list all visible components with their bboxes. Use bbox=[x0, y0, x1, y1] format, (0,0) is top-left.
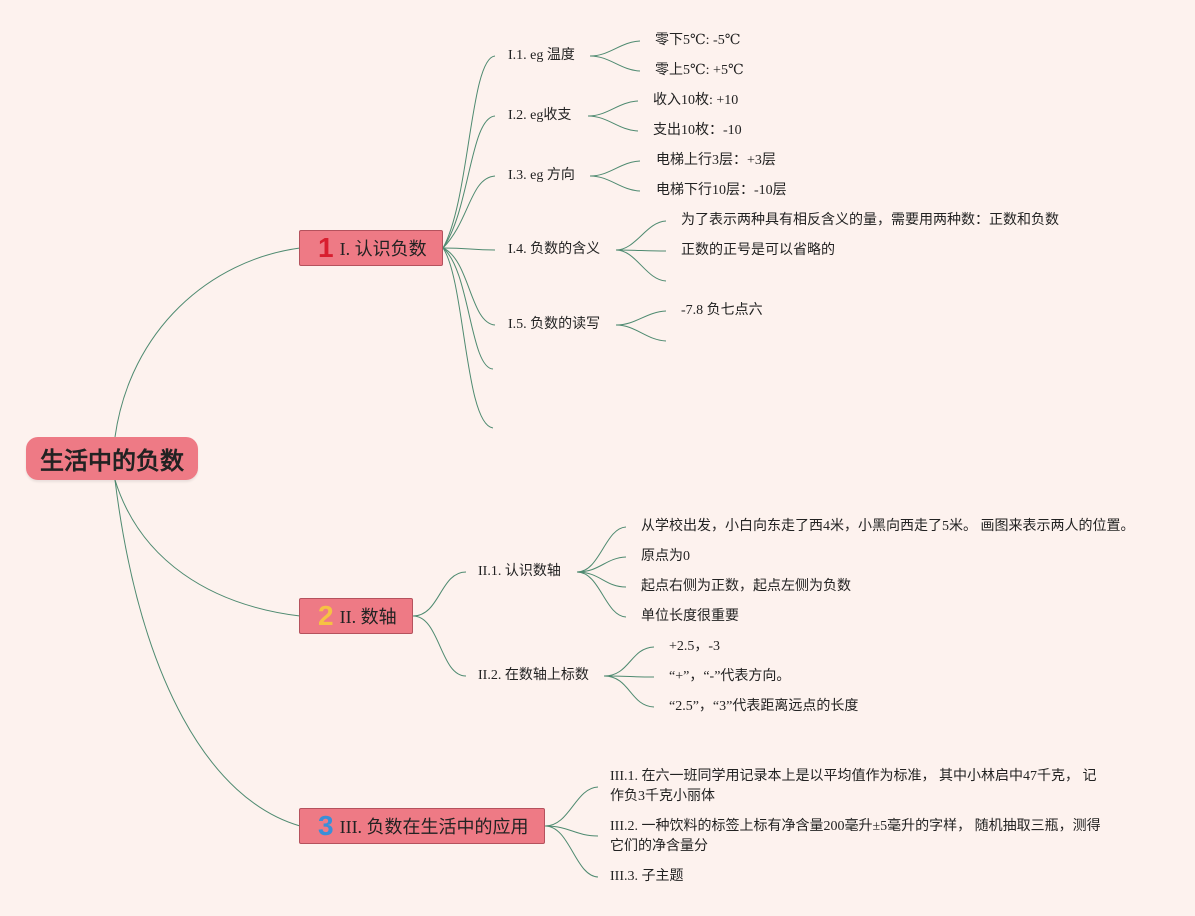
edge-b3-s1 bbox=[544, 786, 599, 827]
edge-s22-l1 bbox=[603, 646, 655, 677]
edge-s12-l1 bbox=[587, 100, 639, 117]
leaf-2-2-3[interactable]: “2.5”，“3”代表距离远点的长度 bbox=[669, 699, 859, 714]
leaf-2-2-2[interactable]: “+”，“-”代表方向。 bbox=[669, 669, 791, 684]
root-topic-label: 生活中的负数 bbox=[40, 448, 184, 475]
main-topic-1-label: I. 认识负数 bbox=[339, 239, 427, 259]
subtopic-1-5[interactable]: I.5. 负数的读写 bbox=[508, 317, 601, 332]
subtopic-3-1[interactable]: III.1. 在六一班同学用记录本上是以平均值作为标准， 其中小林启中47千克，… bbox=[610, 769, 1097, 804]
edge-root-b2 bbox=[114, 479, 301, 617]
edge-s12-l2 bbox=[587, 115, 639, 132]
root-topic[interactable]: 生活中的负数 bbox=[26, 437, 198, 480]
edge-b3-s3 bbox=[544, 825, 599, 878]
main-topic-3-label: III. 负数在生活中的应用 bbox=[339, 817, 529, 837]
edge-s13-l1 bbox=[589, 160, 641, 177]
leaf-1-3-2[interactable]: 电梯下行10层：-10层 bbox=[656, 183, 787, 198]
edge-b1-s1 bbox=[442, 55, 496, 249]
main-topic-3[interactable]: 3 III. 负数在生活中的应用 bbox=[299, 808, 545, 844]
leaf-1-1-2[interactable]: 零上5℃: +5℃ bbox=[655, 63, 744, 78]
leaf-2-1-2[interactable]: 原点为0 bbox=[641, 549, 690, 564]
edge-s14-l3 bbox=[615, 249, 667, 282]
leaf-2-1-1[interactable]: 从学校出发，小白向东走了西4米，小黑向西走了5米。 画图来表示两人的位置。 bbox=[641, 519, 1135, 534]
leaf-2-1-4[interactable]: 单位长度很重要 bbox=[641, 609, 739, 624]
edge-s21-l3 bbox=[576, 571, 627, 588]
leaf-1-4-2[interactable]: 正数的正号是可以省略的 bbox=[681, 243, 835, 258]
leaf-2-2-1[interactable]: +2.5，-3 bbox=[669, 639, 721, 654]
leaf-1-1-1[interactable]: 零下5℃: -5℃ bbox=[655, 33, 741, 48]
edge-s11-l2 bbox=[589, 55, 641, 72]
edge-b1-s5 bbox=[442, 247, 496, 326]
leaf-1-2-1[interactable]: 收入10枚: +10 bbox=[653, 93, 739, 108]
edge-s22-l2 bbox=[603, 675, 655, 678]
edge-root-b3 bbox=[114, 479, 301, 827]
edge-s14-l1 bbox=[615, 220, 667, 251]
leaf-1-4-1[interactable]: 为了表示两种具有相反含义的量，需要用两种数：正数和负数 bbox=[681, 213, 1059, 228]
edge-s22-l3 bbox=[603, 675, 655, 708]
topic-number-1-icon: 1 bbox=[318, 232, 334, 263]
subtopic-2-2[interactable]: II.2. 在数轴上标数 bbox=[478, 668, 589, 683]
edge-s11-l1 bbox=[589, 40, 641, 57]
subtopic-1-4[interactable]: I.4. 负数的含义 bbox=[508, 242, 601, 257]
edge-b2-s1 bbox=[412, 571, 467, 617]
subtopic-1-3[interactable]: I.3. eg 方向 bbox=[508, 168, 575, 183]
edge-root-b1 bbox=[114, 247, 301, 438]
topic-number-3-icon: 3 bbox=[318, 810, 334, 841]
leaf-1-5-1[interactable]: -7.8 负七点六 bbox=[681, 303, 763, 318]
edge-b3-s2 bbox=[544, 825, 599, 837]
subtopic-3-3[interactable]: III.3. 子主题 bbox=[610, 869, 684, 884]
edge-s21-l4 bbox=[576, 571, 627, 618]
subtopic-3-2[interactable]: III.2. 一种饮料的标签上标有净含量200毫升±5毫升的字样， 随机抽取三瓶… bbox=[610, 819, 1101, 854]
leaf-2-1-3[interactable]: 起点右侧为正数，起点左侧为负数 bbox=[641, 579, 851, 594]
edge-s13-l2 bbox=[589, 175, 641, 192]
main-topic-1[interactable]: 1 I. 认识负数 bbox=[299, 230, 443, 266]
edge-s15-l1 bbox=[615, 310, 667, 326]
edge-b1-s3 bbox=[442, 175, 496, 249]
edge-b1-s7 bbox=[442, 247, 494, 429]
subtopic-1-2[interactable]: I.2. eg收支 bbox=[508, 108, 572, 123]
edge-s15-l2 bbox=[615, 324, 667, 342]
edge-s21-l2 bbox=[576, 556, 627, 573]
edge-b2-s2 bbox=[412, 615, 467, 677]
edge-s14-l2 bbox=[615, 249, 667, 252]
main-topic-2-label: II. 数轴 bbox=[339, 607, 397, 627]
topic-number-2-icon: 2 bbox=[318, 600, 334, 631]
edge-s21-l1 bbox=[576, 526, 627, 573]
subtopic-2-1[interactable]: II.1. 认识数轴 bbox=[478, 564, 561, 579]
leaf-1-3-1[interactable]: 电梯上行3层：+3层 bbox=[656, 153, 776, 168]
edge-b1-s6 bbox=[442, 247, 494, 370]
main-topic-2[interactable]: 2 II. 数轴 bbox=[299, 598, 413, 634]
edge-b1-s2 bbox=[442, 115, 496, 249]
leaf-1-2-2[interactable]: 支出10枚：-10 bbox=[653, 123, 742, 138]
edge-b1-s4 bbox=[442, 247, 496, 251]
subtopic-1-1[interactable]: I.1. eg 温度 bbox=[508, 48, 575, 63]
